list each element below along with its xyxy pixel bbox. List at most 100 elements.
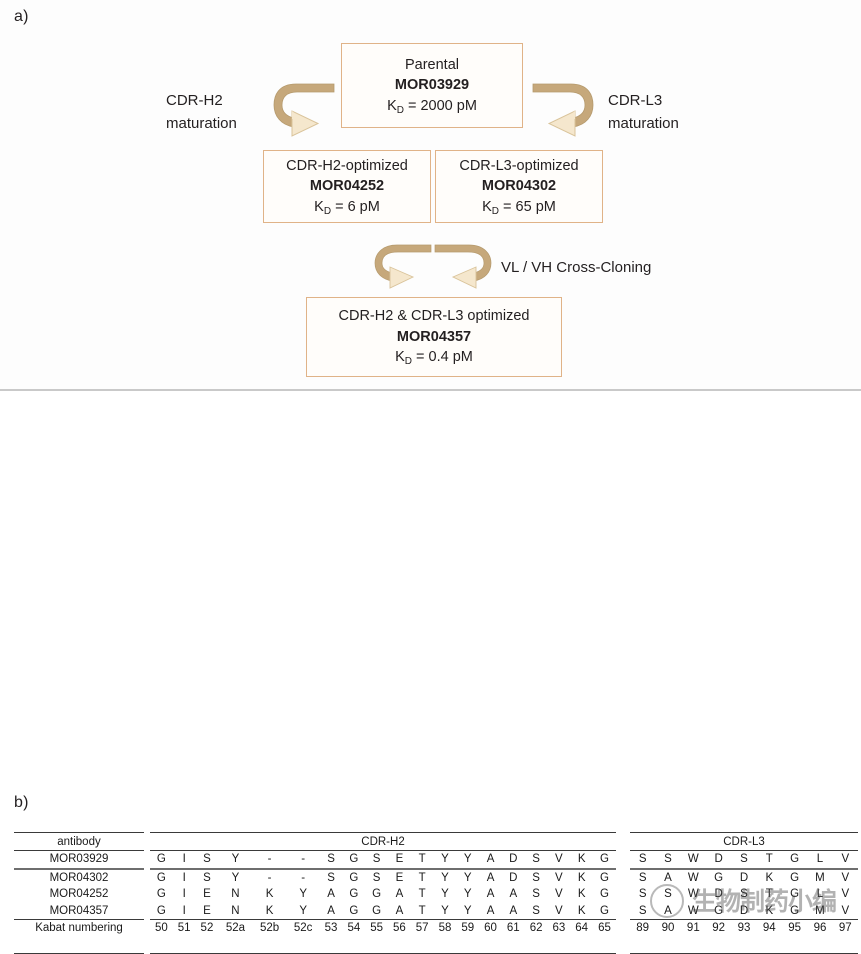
residue-cell: Y: [218, 850, 253, 870]
residue-cell: D: [705, 850, 732, 870]
residue-cell: D: [739, 904, 749, 917]
kd-symbol: K: [314, 198, 324, 215]
kd-symbol: K: [395, 349, 405, 366]
residue-cell: I: [182, 871, 186, 884]
residue-cell: T: [418, 888, 426, 901]
footer-spacer: [410, 936, 434, 954]
box-both-kd: KD = 0.4 pM: [395, 347, 473, 368]
residue-cell: Y: [463, 904, 472, 917]
footer-spacer: [172, 936, 196, 954]
residue-cell: W: [687, 871, 699, 884]
residue-cell: A: [486, 888, 495, 901]
kabat-number-cell: 94: [756, 919, 782, 937]
table-row: MOR04252: [14, 886, 144, 903]
residue-cell: S: [638, 888, 647, 901]
curved-arrow-left-icon: [273, 83, 335, 137]
kd-subscript: D: [323, 205, 332, 217]
residue-cell: T: [418, 904, 426, 917]
footer-spacer: [524, 936, 548, 954]
residue-cell: G: [790, 904, 800, 917]
residue-cell: N: [231, 904, 240, 917]
label-cdr-l3-maturation: CDR-L3 maturation: [608, 90, 679, 135]
residue-cell: S: [532, 888, 540, 901]
box-parental-line1: Parental: [404, 56, 459, 73]
kabat-number-cell: 93: [731, 919, 757, 937]
table-row: MOR03929: [14, 850, 144, 870]
residue-cell: S: [327, 871, 335, 884]
kabat-number-cell: 63: [547, 919, 571, 937]
residue-cell: G: [593, 850, 616, 870]
residue-cell: G: [372, 904, 382, 917]
footer-spacer: [286, 936, 320, 954]
residue-cell: S: [524, 850, 548, 870]
residue-cell: S: [740, 888, 748, 901]
residue-cell: Y: [433, 850, 457, 870]
panel-divider: [0, 389, 861, 391]
footer-spacer: [630, 936, 656, 954]
residue-cell: W: [687, 904, 699, 917]
residue-cell: Y: [299, 888, 307, 901]
kabat-numbering-label: Kabat numbering: [14, 919, 144, 937]
residue-cell: A: [509, 904, 518, 917]
residue-cell: D: [501, 850, 525, 870]
residue-cell: Y: [456, 850, 480, 870]
residue-cell: S: [731, 850, 757, 870]
residue-cell: W: [680, 850, 706, 870]
kabat-number-cell: 57: [410, 919, 434, 937]
residue-cell: I: [172, 850, 196, 870]
curved-arrow-right-icon: [532, 83, 594, 137]
box-l3-name: MOR04302: [481, 178, 557, 195]
residue-cell: G: [600, 871, 609, 884]
panel-b-label: b): [14, 794, 29, 811]
cross-cloning-double-arrow-icon: [374, 244, 492, 289]
kabat-number-cell: 54: [342, 919, 366, 937]
residue-cell: E: [203, 888, 211, 901]
residue-cell: G: [372, 888, 382, 901]
residue-cell: T: [765, 888, 773, 901]
residue-cell: G: [781, 850, 808, 870]
box-dual-optimized-antibody: CDR-H2 & CDR-L3 optimized MOR04357 KD = …: [306, 297, 562, 377]
residue-cell: V: [555, 871, 563, 884]
residue-cell: G: [349, 871, 359, 884]
residue-cell: W: [687, 888, 699, 901]
residue-cell: M: [815, 871, 825, 884]
footer-spacer: [547, 936, 571, 954]
residue-cell: G: [156, 904, 166, 917]
panel-a-label: a): [14, 8, 29, 25]
residue-cell: Y: [441, 871, 449, 884]
residue-cell: V: [555, 904, 563, 917]
residue-cell: L: [816, 888, 824, 901]
kabat-number-cell: 92: [705, 919, 732, 937]
residue-cell: G: [600, 888, 609, 901]
label-cdr-l3-maturation-line1: CDR-L3: [608, 92, 663, 109]
residue-cell: A: [509, 888, 518, 901]
group-header-row: CDR-L3: [630, 832, 858, 851]
residue-cell: I: [182, 904, 186, 917]
residue-cell: I: [182, 888, 186, 901]
footer-spacer: [150, 936, 173, 954]
label-cdr-h2-maturation-line2: maturation: [166, 114, 237, 132]
residue-cell: S: [532, 904, 540, 917]
residue-cell: Y: [299, 904, 307, 917]
residue-cell: A: [479, 850, 502, 870]
antibody-name: MOR04252: [49, 888, 109, 901]
residue-cell: E: [203, 904, 211, 917]
residue-cell: G: [349, 904, 359, 917]
label-cdr-h2-maturation: CDR-H2 maturation: [166, 90, 237, 135]
kabat-number-cell: 62: [524, 919, 548, 937]
label-cross-cloning: VL / VH Cross-Cloning: [501, 259, 652, 276]
footer-spacer: [705, 936, 732, 954]
residue-cell: Y: [441, 904, 449, 917]
residue-cell: V: [841, 888, 850, 901]
residue-cell: G: [342, 850, 366, 870]
residue-cell: T: [756, 850, 782, 870]
box-l3-optimized-antibody: CDR-L3-optimized MOR04302 KD = 65 pM: [435, 150, 603, 223]
kd-symbol: K: [482, 198, 492, 215]
kabat-number-cell: 50: [150, 919, 173, 937]
